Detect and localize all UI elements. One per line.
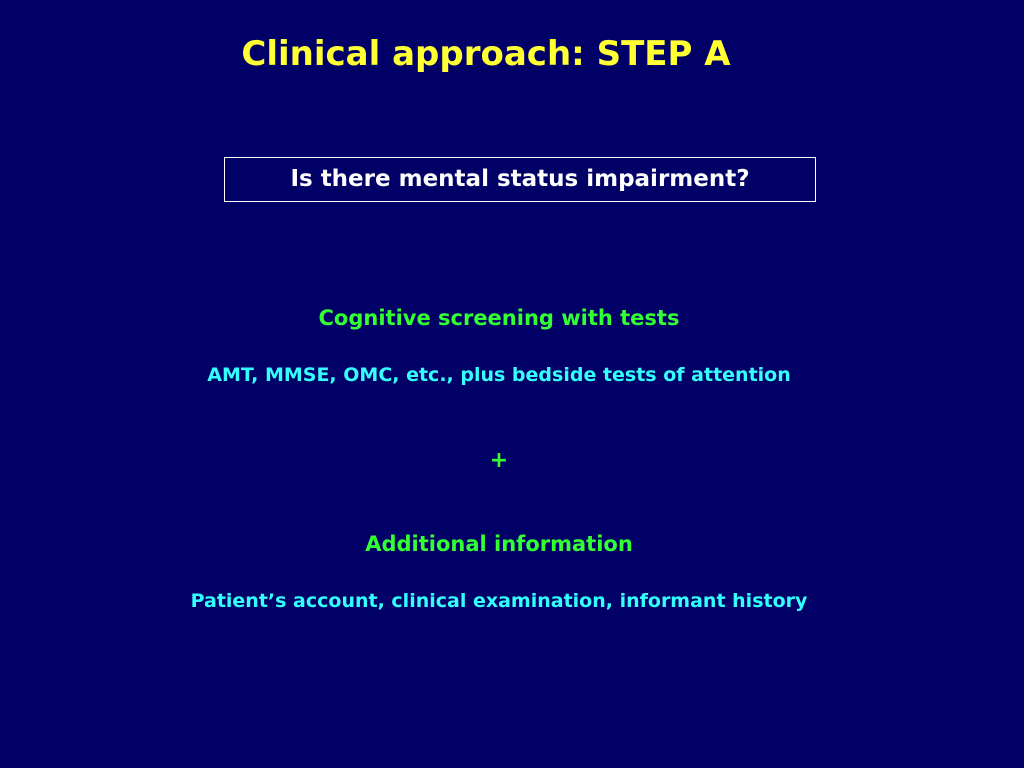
question-text: Is there mental status impairment? xyxy=(290,166,750,192)
section1-heading: Cognitive screening with tests xyxy=(318,306,680,330)
section2-heading: Additional information xyxy=(365,532,633,556)
slide-title: Clinical approach: STEP A xyxy=(241,34,731,74)
plus-connector: + xyxy=(489,448,509,473)
section2-detail: Patient’s account, clinical examination,… xyxy=(190,590,808,612)
question-box: Is there mental status impairment? xyxy=(224,157,816,202)
section1-detail: AMT, MMSE, OMC, etc., plus bedside tests… xyxy=(207,364,791,386)
